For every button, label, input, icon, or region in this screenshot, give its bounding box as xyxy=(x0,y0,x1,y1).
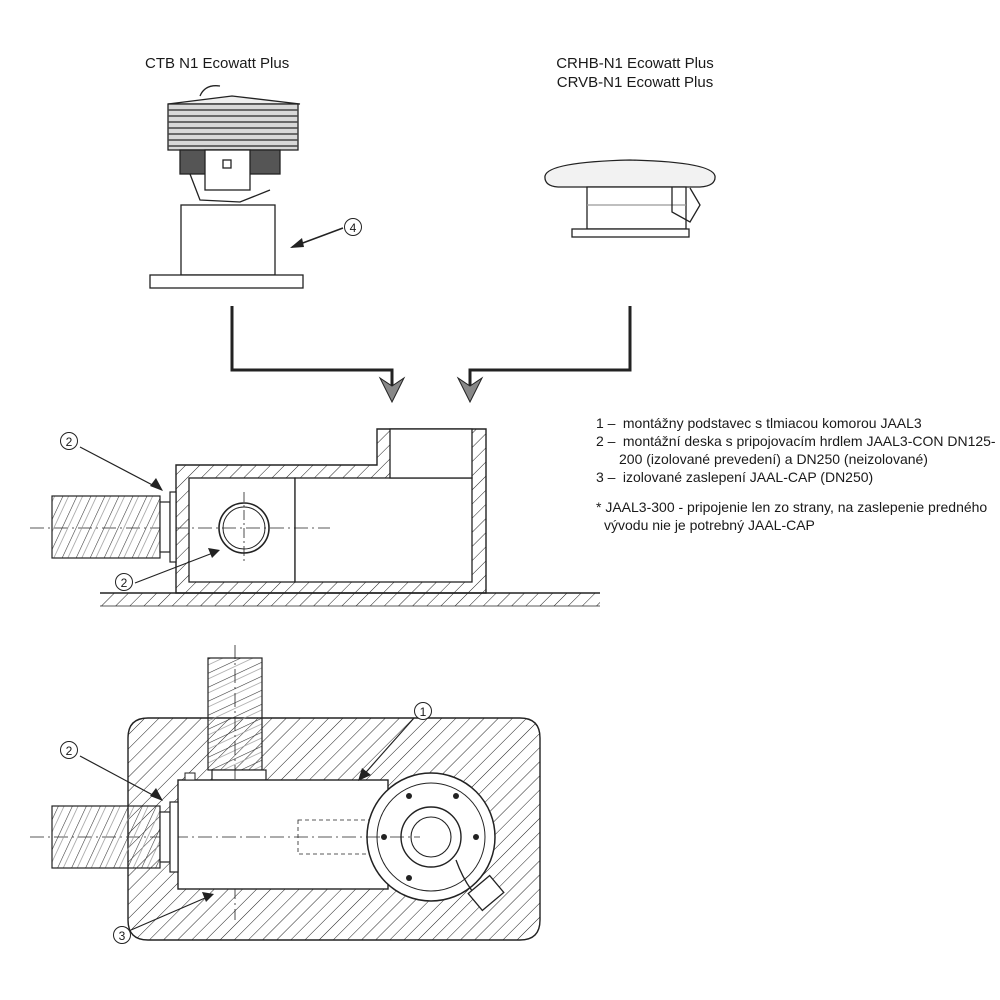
legend-item-2-text: montážní deska s pripojovacím hrdlem JAA… xyxy=(619,433,996,467)
title-crvb: CRVB-N1 Ecowatt Plus xyxy=(556,74,714,91)
marker-2-leader-side-bottom xyxy=(134,550,219,584)
side-section-view xyxy=(30,428,600,607)
flow-arrowhead-right xyxy=(456,376,484,404)
marker-3-arrowhead xyxy=(202,892,214,902)
marker-1: 1 xyxy=(414,702,432,720)
title-ctb: CTB N1 Ecowatt Plus xyxy=(145,55,290,72)
legend-item-2-number: 2 – xyxy=(596,433,616,449)
legend-item-3-number: 3 – xyxy=(596,469,616,485)
marker-2-leader-top xyxy=(79,755,163,801)
title-crhb: CRHB-N1 Ecowatt Plus xyxy=(556,55,714,72)
flow-arrows xyxy=(230,306,632,398)
legend-item-1-text: montážny podstavec s tlmiacou komorou JA… xyxy=(622,415,922,431)
top-view xyxy=(30,645,541,941)
marker-2-top: 2 xyxy=(60,741,78,759)
legend-item-1: 1 – montážny podstavec s tlmiacou komoro… xyxy=(596,414,996,432)
marker-2-side-top: 2 xyxy=(60,432,78,450)
legend-item-1-number: 1 – xyxy=(596,415,616,431)
legend: 1 – montážny podstavec s tlmiacou komoro… xyxy=(596,414,996,534)
legend-item-2: 2 – montážní deska s pripojovacím hrdlem… xyxy=(596,432,996,468)
marker-2-arrowhead-side-bottom xyxy=(208,548,220,558)
marker-2-side-bottom: 2 xyxy=(115,573,133,591)
legend-item-3-text: izolované zaslepení JAAL-CAP (DN250) xyxy=(622,469,874,485)
marker-4: 4 xyxy=(344,218,362,236)
marker-2-arrowhead-top xyxy=(150,788,163,801)
legend-note: * JAAL3-300 - pripojenie len zo strany, … xyxy=(596,499,988,533)
marker-3-leader xyxy=(130,894,213,931)
marker-2-leader-side-top xyxy=(79,446,163,491)
flow-arrowhead-left xyxy=(378,376,406,404)
legend-item-3: 3 – izolované zaslepení JAAL-CAP (DN250) xyxy=(596,468,996,486)
title-crhb-crvb: CRHB-N1 Ecowatt Plus CRVB-N1 Ecowatt Plu… xyxy=(530,54,740,92)
ctb-fan-illustration xyxy=(149,85,304,289)
marker-2-arrowhead-side-top xyxy=(150,478,163,491)
marker-3: 3 xyxy=(113,926,131,944)
marker-1-arrowhead xyxy=(358,768,371,781)
crhb-fan-illustration xyxy=(544,159,716,238)
marker-1-leader xyxy=(359,717,415,780)
marker-4-arrowhead xyxy=(290,238,304,248)
